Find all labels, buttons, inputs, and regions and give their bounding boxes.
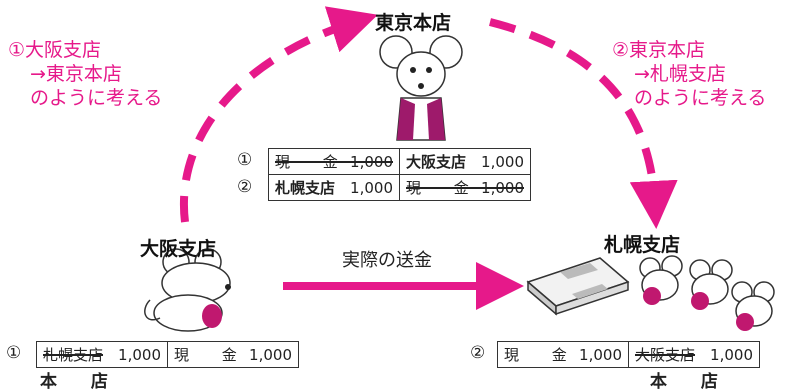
tokyo-entry-1-credit-amount: 1,000 [481,153,524,171]
tokyo-entry-2-credit-cell: 現 金1,000 [399,174,531,201]
osaka-entry-credit-cell: 現 金1,000 [167,341,299,368]
note-right-line-3: のように考える [634,87,767,109]
osaka-entry-credit-amount: 1,000 [249,346,292,364]
tokyo-entry-2-credit-amount: 1,000 [481,179,524,197]
tokyo-entry-2-debit: 札幌支店 [275,179,336,197]
sapporo-entry-credit: 大阪支店 [635,346,696,364]
sapporo-honten-label: 本 店 [650,372,732,392]
dashed-arrow-tokyo-to-sapporo [489,18,678,229]
tokyo-entry-1-debit: 現 金 [275,153,352,171]
osaka-entry-number: ① [6,343,22,363]
osaka-entry-debit: 札幌支店 [43,346,104,364]
tokyo-entry-2-credit: 現 金 [406,179,483,197]
osaka-honten-label: 本 店 [40,372,122,392]
osaka-entry-debit-cell: 札幌支店 1,000 [36,341,168,368]
osaka-title: 大阪支店 [140,238,217,260]
note-right-line-2: →札幌支店 [634,63,726,85]
tokyo-entry-1-credit: 大阪支店 [406,153,467,171]
note-right: ②東京本店 →札幌支店 のように考える [612,38,766,110]
sapporo-entry-credit-amount: 1,000 [710,346,753,364]
sapporo-title: 札幌支店 [604,234,681,256]
sapporo-entry-debit-amount: 1,000 [579,346,622,364]
note-left-line-1: ①大阪支店 [8,39,102,61]
tokyo-entry-1-debit-amount: 1,000 [350,153,393,171]
transfer-label: 実際の送金 [342,250,432,271]
tokyo-entry-1-credit-cell: 大阪支店 1,000 [399,148,531,175]
sapporo-entry-debit-cell: 現 金1,000 [497,341,629,368]
osaka-entry-credit: 現 金 [174,346,251,364]
note-right-line-1: ②東京本店 [612,39,706,61]
tokyo-entry-2-number: ② [237,177,253,197]
osaka-entry-debit-amount: 1,000 [118,346,161,364]
sapporo-entry-number: ② [470,343,486,363]
note-left-line-3: のように考える [30,87,163,109]
sapporo-mice-icon [639,255,775,331]
sapporo-entry-credit-cell: 大阪支店 1,000 [628,341,760,368]
tokyo-title: 東京本店 [375,12,452,34]
tokyo-entry-2-debit-cell: 札幌支店 1,000 [268,174,400,201]
tokyo-entry-1-debit-cell: 現 金1,000 [268,148,400,175]
money-bundle-icon [526,257,630,316]
tokyo-entry-2-debit-amount: 1,000 [350,179,393,197]
note-left-line-2: →東京本店 [30,63,122,85]
tokyo-entry-1-number: ① [237,150,253,170]
tokyo-mouse-icon [379,35,463,141]
note-left: ①大阪支店 →東京本店 のように考える [8,38,162,110]
sapporo-entry-debit: 現 金 [504,346,581,364]
osaka-mouse-icon [144,248,231,332]
